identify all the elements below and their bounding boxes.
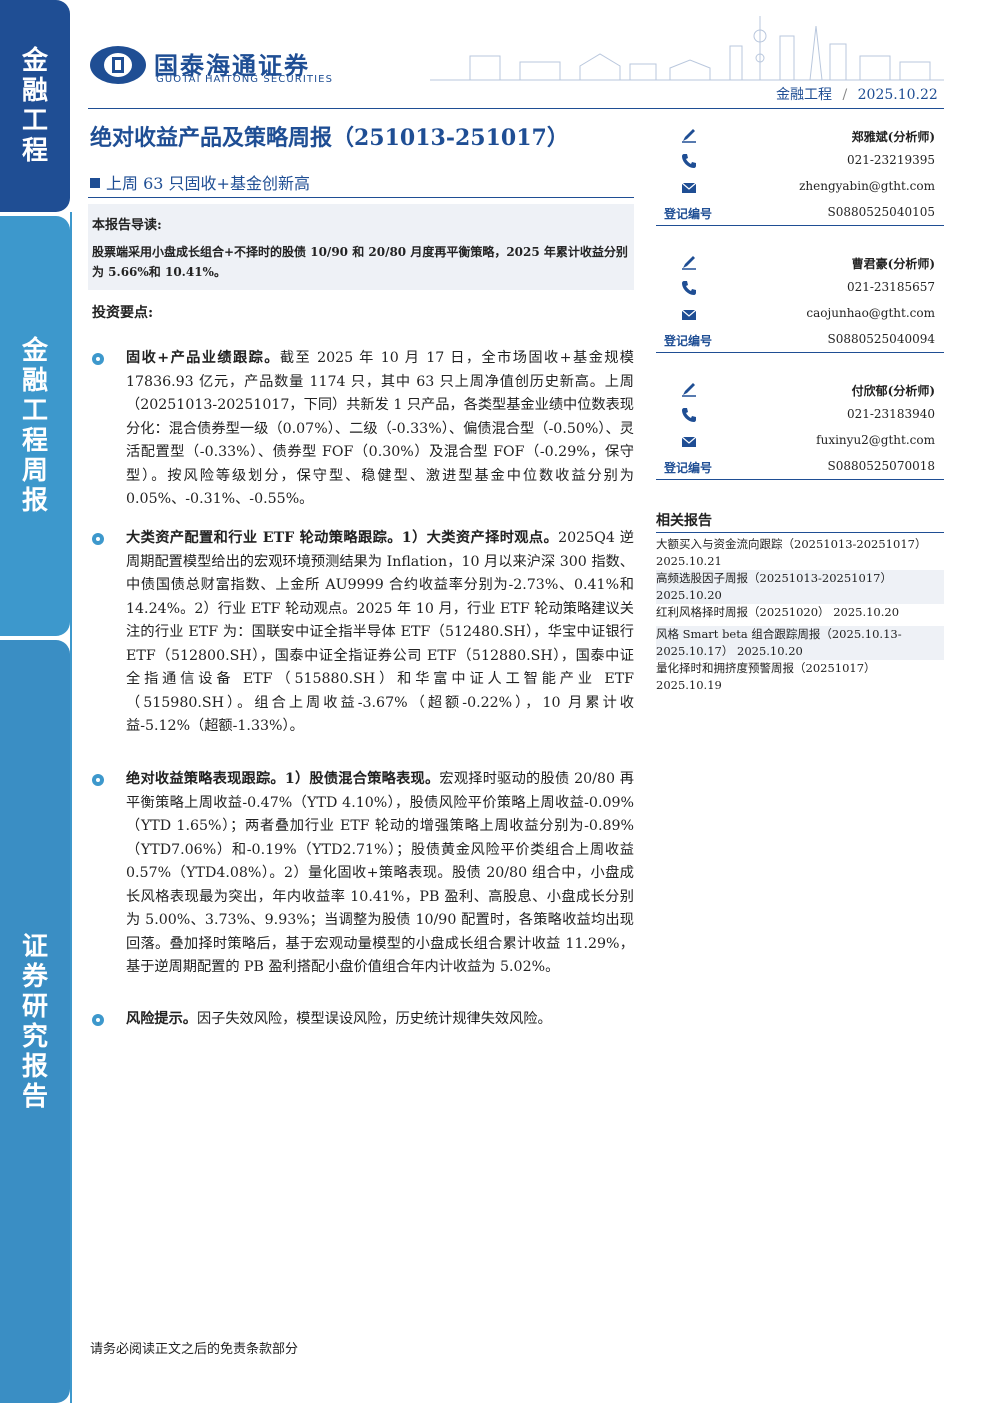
analyst-separator [656, 225, 944, 226]
registration-number: S0880525040094 [827, 332, 935, 346]
analyst-email[interactable]: fuxinyu2@gtht.com [816, 433, 935, 447]
registration-number: S0880525070018 [827, 459, 935, 473]
related-heading: 相关报告 [656, 513, 712, 529]
header-category: 金融工程 [776, 87, 832, 103]
analyst-name: 郑雅斌(分析师) [851, 130, 935, 144]
left-divider [70, 212, 72, 1403]
point-4: 风险提示。因子失效风险，模型误设风险，历史统计规律失效风险。 [126, 1008, 634, 1032]
city-skyline-icon [430, 16, 944, 81]
company-logo-icon [90, 46, 146, 84]
side-tab-char: 究 [21, 1021, 48, 1052]
side-tab-char: 金 [21, 46, 48, 76]
header-category-date: 金融工程 / 2025.10.22 [776, 84, 938, 104]
guide-box [88, 204, 634, 290]
side-tab-char: 程 [21, 426, 48, 456]
bullet-icon [92, 353, 104, 365]
side-tab-char: 证 [21, 931, 48, 962]
mail-icon [680, 432, 698, 450]
phone-icon [680, 152, 698, 170]
side-tab-research-report: 证券研究报告 [0, 640, 70, 1403]
side-tab-char: 程 [21, 136, 48, 166]
header-date: 2025.10.22 [857, 87, 938, 103]
registration-label: 登记编号 [664, 461, 713, 475]
report-subtitle: 上周 63 只固收+基金创新高 [106, 174, 310, 193]
report-title: 绝对收益产品及策略周报（251013-251017） [90, 125, 569, 151]
point-lead: 大类资产配置和行业 ETF 轮动策略跟踪。1）大类资产择时观点。 [126, 530, 559, 546]
side-tab-char: 金 [21, 336, 48, 366]
point-body: 宏观择时驱动的股债 20/80 再平衡策略上周收益-0.47%（YTD 4.10… [126, 771, 634, 975]
analyst-phone: 021-23183940 [846, 407, 935, 421]
subtitle-rule [88, 197, 634, 198]
side-tab-char: 研 [21, 991, 48, 1022]
point-lead: 固收+产品业绩跟踪。 [126, 350, 280, 366]
side-tab-char: 工 [21, 396, 48, 426]
mail-icon [680, 305, 698, 323]
analyst-pen-icon [680, 126, 698, 144]
side-tab-char: 融 [21, 366, 48, 396]
related-rule [656, 532, 944, 533]
guide-text: 股票端采用小盘成长组合+不择时的股债 10/90 和 20/80 月度再平衡策略… [92, 245, 628, 279]
related-item[interactable]: 红利风格择时周报（20251020） 2025.10.20 [656, 605, 900, 619]
analyst-phone: 021-23219395 [846, 153, 935, 167]
logo-name-en: GUOTAI HAITONG SECURITIES [156, 74, 334, 85]
registration-label: 登记编号 [664, 334, 713, 348]
header-separator: / [842, 87, 848, 103]
related-item[interactable]: 大额买入与资金流向跟踪（20251013-20251017） 2025.10.2… [656, 537, 927, 568]
side-tab-char: 报 [21, 1051, 48, 1082]
side-tab-char: 告 [21, 1081, 48, 1112]
side-tab-financial-engineering: 金融工程 [0, 0, 70, 212]
analyst-phone: 021-23185657 [846, 280, 935, 294]
side-tab-char: 券 [21, 961, 48, 992]
analyst-pen-icon [680, 253, 698, 271]
related-item[interactable]: 风格 Smart beta 组合跟踪周报（2025.10.13-2025.10.… [656, 626, 944, 660]
registration-number: S0880525040105 [827, 205, 935, 219]
bullet-icon [92, 774, 104, 786]
related-item[interactable]: 高频选股因子周报（20251013-20251017） 2025.10.20 [656, 570, 944, 604]
mail-icon [680, 178, 698, 196]
analyst-pen-icon [680, 380, 698, 398]
related-item[interactable]: 量化择时和拥挤度预警周报（20251017） 2025.10.19 [656, 661, 876, 692]
side-tab-char: 报 [21, 486, 48, 516]
point-lead: 绝对收益策略表现跟踪。1）股债混合策略表现。 [126, 771, 440, 787]
phone-icon [680, 279, 698, 297]
registration-label: 登记编号 [664, 207, 713, 221]
side-tab-char: 融 [21, 76, 48, 106]
point-1: 固收+产品业绩跟踪。截至 2025 年 10 月 17 日，全市场固收+基金规模… [126, 347, 634, 512]
guide-heading: 本报告导读: [92, 218, 162, 233]
logo-name-cn: 国泰海通证券 [154, 52, 310, 80]
point-3: 绝对收益策略表现跟踪。1）股债混合策略表现。宏观择时驱动的股债 20/80 再平… [126, 768, 634, 980]
side-tab-char: 工 [21, 106, 48, 136]
side-tab-weekly-report: 金融工程周报 [0, 216, 70, 636]
point-lead: 风险提示。 [126, 1011, 197, 1027]
point-body: 2025Q4 逆周期配置模型给出的宏观环境预测结果为 Inflation，10 … [126, 530, 634, 734]
report-subtitle-row: 上周 63 只固收+基金创新高 [90, 170, 310, 194]
side-tab-char: 周 [21, 456, 48, 486]
point-body: 因子失效风险，模型误设风险，历史统计规律失效风险。 [196, 1011, 552, 1027]
square-bullet-icon [90, 178, 100, 188]
analyst-name: 付欣郁(分析师) [851, 384, 935, 398]
bullet-icon [92, 1014, 104, 1026]
points-heading: 投资要点: [92, 305, 154, 321]
header-rule [88, 108, 944, 109]
disclaimer-note: 请务必阅读正文之后的免责条款部分 [90, 1342, 299, 1357]
point-body: 截至 2025 年 10 月 17 日，全市场固收+基金规模 17836.93 … [126, 350, 634, 507]
bullet-icon [92, 533, 104, 545]
analyst-name: 曹君豪(分析师) [851, 257, 935, 271]
analyst-email[interactable]: zhengyabin@gtht.com [799, 179, 935, 193]
analyst-email[interactable]: caojunhao@gtht.com [806, 306, 935, 320]
point-2: 大类资产配置和行业 ETF 轮动策略跟踪。1）大类资产择时观点。2025Q4 逆… [126, 527, 634, 739]
analyst-separator [656, 352, 944, 353]
analyst-separator [656, 479, 944, 480]
phone-icon [680, 406, 698, 424]
